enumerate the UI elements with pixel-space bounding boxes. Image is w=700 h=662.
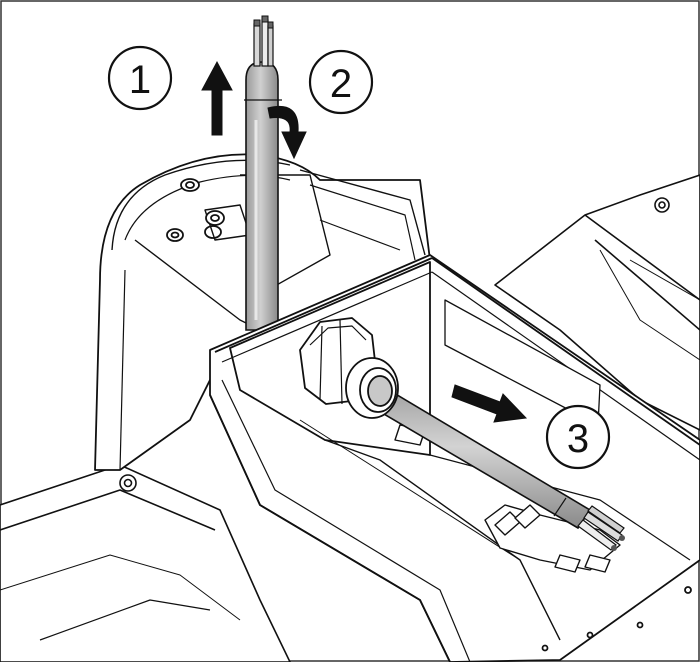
step-2-callout: 2 bbox=[308, 49, 374, 115]
terminal-block bbox=[394, 424, 621, 573]
step-2-number: 2 bbox=[330, 62, 352, 106]
cable-gland bbox=[299, 317, 399, 419]
step-3-callout: 3 bbox=[545, 404, 611, 470]
step-3-number: 3 bbox=[567, 417, 589, 461]
arrow-up-icon bbox=[201, 60, 233, 136]
step-1-callout: 1 bbox=[107, 45, 173, 111]
housing-left-base bbox=[0, 464, 291, 662]
housing-right bbox=[494, 174, 700, 431]
arrow-right-icon bbox=[451, 384, 528, 423]
cable-horizontal bbox=[358, 378, 625, 551]
step-1-number: 1 bbox=[129, 58, 151, 102]
arrow-curved-icon bbox=[267, 106, 307, 160]
cable-vertical bbox=[244, 15, 282, 331]
